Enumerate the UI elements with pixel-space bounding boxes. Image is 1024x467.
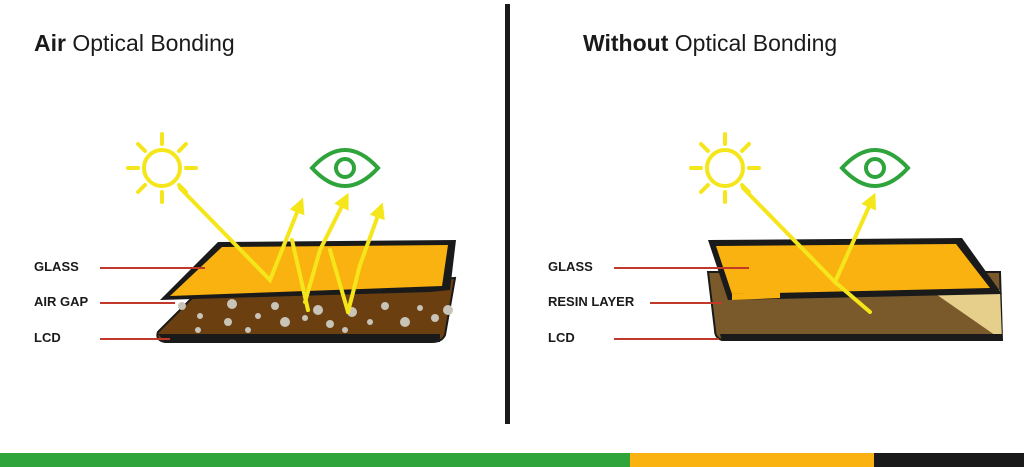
label-air-gap: AIR GAP — [34, 294, 89, 309]
bottom-bar-green — [0, 453, 630, 467]
air-gap-bubbles — [178, 299, 453, 333]
leader-air-gap — [100, 302, 175, 304]
glass-layer — [160, 240, 456, 300]
glass-layer — [708, 238, 1002, 300]
left-title-rest: Optical Bonding — [65, 30, 235, 56]
right-title-bold: Without — [583, 30, 669, 56]
panel-divider — [505, 4, 510, 424]
leader-lcd-left — [100, 338, 170, 340]
label-lcd-right: LCD — [548, 330, 575, 345]
leader-glass-right — [614, 267, 749, 269]
bottom-bar-black — [874, 453, 1024, 467]
leader-resin — [650, 302, 722, 304]
label-glass-right: GLASS — [548, 259, 593, 274]
light-rays — [178, 186, 385, 314]
right-diagram — [689, 132, 1004, 341]
label-lcd-left: LCD — [34, 330, 61, 345]
label-resin-layer: RESIN LAYER — [548, 294, 635, 309]
sun-icon — [689, 132, 761, 204]
light-rays — [741, 186, 877, 314]
eye-icon — [309, 148, 381, 188]
leader-lcd-right — [614, 338, 719, 340]
right-title-rest: Optical Bonding — [668, 30, 838, 56]
left-panel-title: Air Optical Bonding — [34, 30, 235, 57]
bottom-bar-orange — [630, 453, 874, 467]
eye-icon — [839, 148, 911, 188]
leader-glass-left — [100, 267, 205, 269]
left-title-bold: Air — [34, 30, 66, 56]
right-panel-title: Without Optical Bonding — [583, 30, 837, 57]
left-diagram — [126, 132, 457, 343]
label-glass-left: GLASS — [34, 259, 79, 274]
